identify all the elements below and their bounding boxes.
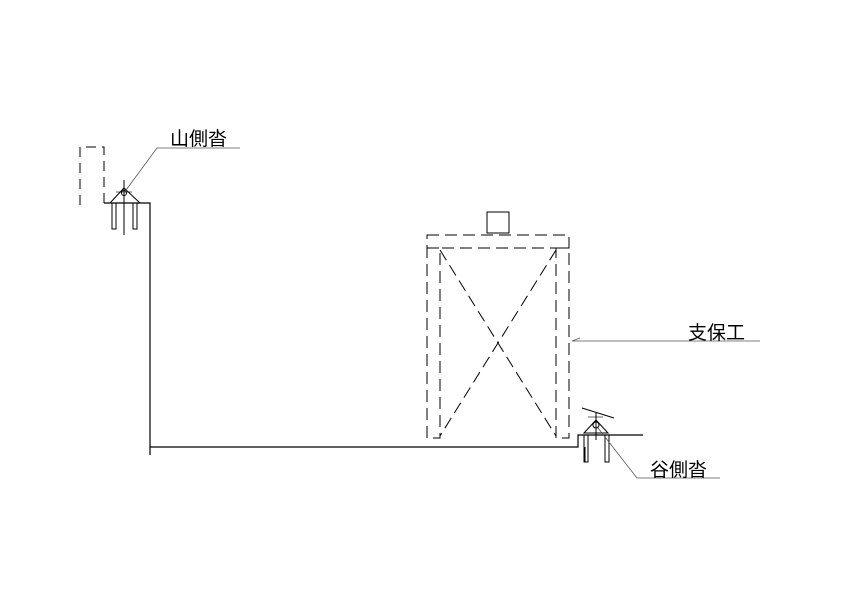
structure-outline: [104, 202, 643, 462]
mountain-side-column-dashed: [79, 146, 105, 205]
leader-lines: [125, 147, 760, 479]
label-valley-side-bearing: 谷側沓: [650, 459, 708, 481]
shoring-frame: [426, 234, 570, 439]
load-block: [486, 211, 510, 234]
label-shoring: 支保工: [688, 322, 746, 344]
mountain-side-bearing: [108, 180, 142, 235]
valley-side-bearing: [581, 407, 615, 463]
label-mountain-side-bearing: 山側沓: [170, 128, 228, 150]
